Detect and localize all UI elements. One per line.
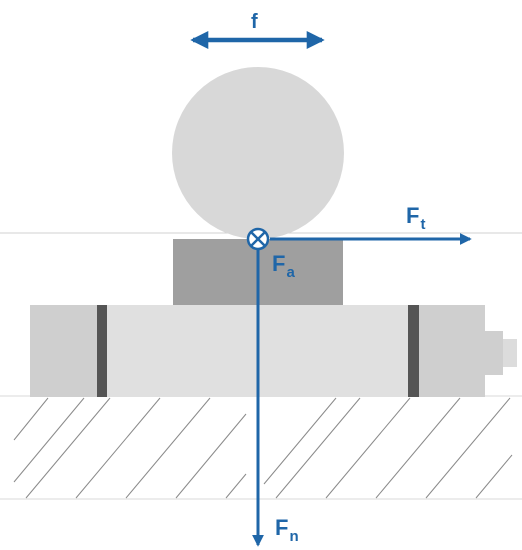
holder-left-block	[30, 305, 98, 397]
holder-connector-inner	[503, 339, 517, 367]
normal-force-label: Fn	[275, 515, 299, 545]
normal-force-main: F	[275, 515, 288, 540]
holder-right-block	[419, 305, 485, 397]
ball	[172, 67, 344, 239]
frequency-label: f	[251, 11, 258, 33]
normal-force-subscript: n	[289, 528, 298, 545]
holder-left-stripe	[97, 305, 107, 397]
holder-connector-outer	[485, 331, 503, 375]
axial-force-subscript: a	[286, 264, 295, 281]
tangential-force-label: Ft	[406, 203, 425, 233]
axial-force-label: Fa	[272, 251, 295, 281]
circle-cross-icon	[246, 227, 270, 251]
holder-right-stripe	[408, 305, 419, 397]
tangential-force-subscript: t	[420, 216, 425, 233]
tangential-force-main: F	[406, 203, 419, 228]
axial-force-main: F	[272, 251, 285, 276]
ground-hatching	[13, 397, 513, 499]
